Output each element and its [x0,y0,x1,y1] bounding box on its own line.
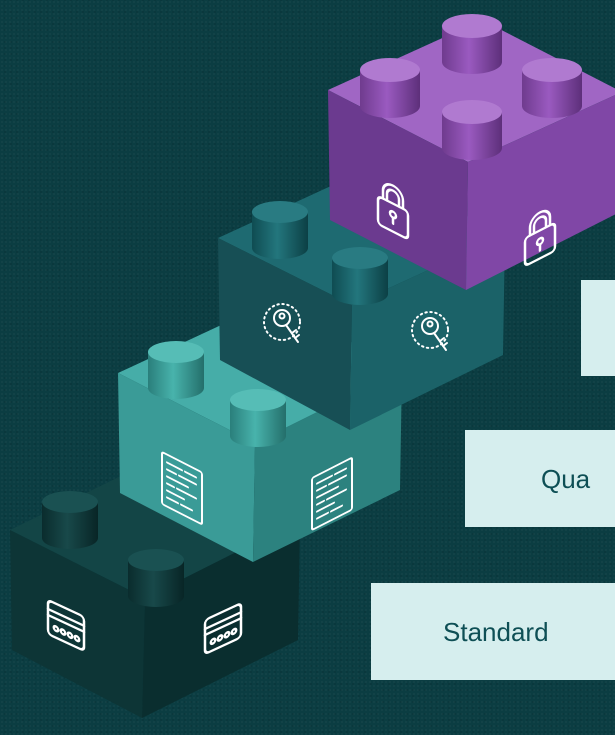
stud [442,100,502,160]
document-icon [311,457,353,531]
card-icon [46,600,86,651]
stud [230,389,286,447]
brick-top [328,14,615,290]
key-icon [263,303,301,343]
key-icon [411,311,449,351]
label-box-top [581,280,615,376]
stud [42,491,98,549]
label-text-level-2: Qua [541,463,591,494]
stud [128,549,184,607]
document-icon [161,451,203,525]
label-text-level-1: Standard [443,616,549,647]
stud [360,58,420,118]
lock-icon [376,183,410,240]
stud [442,14,502,74]
stud [148,341,204,399]
lock-icon [523,209,557,266]
label-box-level-1: Standard [371,583,615,680]
stud [252,201,308,259]
stud [332,247,388,305]
card-icon [203,603,243,654]
stud [522,58,582,118]
label-box-level-2: Qua [465,430,615,527]
